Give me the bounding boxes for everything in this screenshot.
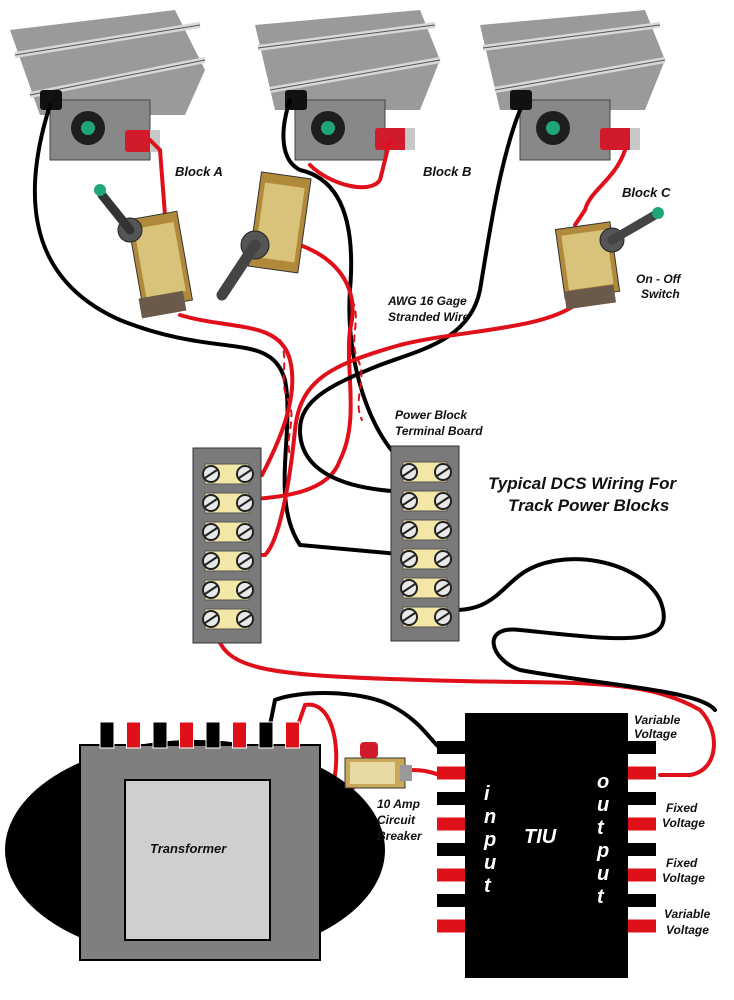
tiu-input-port — [437, 919, 465, 933]
breaker-label-line1: 10 Amp — [377, 797, 420, 811]
diagram-title-line2: Track Power Blocks — [508, 496, 669, 515]
tiu-output-letter: o — [597, 771, 609, 793]
tiu-input-port — [437, 766, 465, 780]
output-2-line1: Fixed — [666, 801, 698, 815]
diagram-title-line1: Typical DCS Wiring For — [488, 474, 678, 493]
tiu-input-port — [437, 817, 465, 831]
terminal-board-right — [390, 445, 460, 642]
transformer-post — [179, 721, 194, 749]
track-section-a — [10, 10, 206, 115]
wire-label-line2: Stranded Wire — [388, 310, 470, 324]
output-3-line1: Fixed — [666, 856, 698, 870]
output-2-line2: Voltage — [662, 816, 705, 830]
transformer-post — [99, 721, 115, 749]
tiu-unit — [437, 713, 656, 978]
tiu-output-port — [628, 741, 656, 754]
wiring — [32, 98, 717, 796]
transformer-post — [126, 721, 141, 749]
transformer-label: Transformer — [150, 841, 227, 856]
tiu-input-letter: i — [484, 783, 490, 805]
tiu-input-letter: u — [484, 852, 496, 874]
wire-label-line1: AWG 16 Gage — [387, 294, 467, 308]
toggle-switch-c — [554, 207, 664, 310]
transformer-post — [258, 721, 274, 749]
tiu-output-letter: u — [597, 794, 609, 816]
switch-label-line1: On - Off — [636, 272, 681, 286]
lockon-a — [40, 90, 160, 161]
transformer-post — [285, 721, 300, 749]
tiu-output-port — [628, 843, 656, 856]
tiu-input-letter: p — [483, 829, 496, 851]
block-b-label: Block B — [423, 164, 471, 179]
block-a-label: Block A — [175, 164, 223, 179]
tiu-output-port — [628, 792, 656, 805]
tiu-name: TIU — [524, 826, 557, 848]
switch-label-line2: Switch — [641, 287, 680, 301]
output-3-line2: Voltage — [662, 871, 705, 885]
tiu-output-port — [628, 919, 656, 933]
tiu-output-port — [628, 817, 656, 831]
tiu-input-port — [437, 741, 465, 754]
toggle-switch-b — [216, 171, 312, 301]
lockon-c — [510, 90, 640, 161]
labels: Block A Block B Block C On - Off Switch … — [150, 164, 711, 937]
tiu-output-letter: u — [597, 863, 609, 885]
breaker-label-line3: Breaker — [377, 829, 423, 843]
output-4-line1: Variable — [664, 907, 711, 921]
tiu-input-port — [437, 868, 465, 882]
tiu-input-port — [437, 843, 465, 856]
tiu-input-port — [437, 792, 465, 805]
transformer — [5, 721, 385, 961]
output-1-line1: Variable — [634, 713, 681, 727]
track-section-c — [480, 10, 666, 110]
transformer-post — [205, 721, 221, 749]
tiu-output-letter: t — [597, 817, 605, 839]
terminal-label-line1: Power Block — [395, 408, 468, 422]
tiu-output-letter: t — [597, 886, 605, 908]
breaker-label-line2: Circuit — [377, 813, 416, 827]
terminal-label-line2: Terminal Board — [395, 424, 483, 438]
tiu-output-letter: p — [596, 840, 609, 862]
toggle-switch-a — [94, 184, 194, 319]
tiu-input-letter: t — [484, 875, 492, 897]
tiu-output-port — [628, 868, 656, 882]
lockon-b — [285, 90, 415, 161]
circuit-breaker — [344, 742, 412, 789]
terminal-board-left — [192, 447, 262, 644]
tiu-input-port — [437, 894, 465, 907]
transformer-post — [152, 721, 168, 749]
tiu-input-letter: n — [484, 806, 496, 828]
tiu-output-port — [628, 894, 656, 907]
tiu-output-port — [628, 766, 656, 780]
transformer-post — [232, 721, 247, 749]
block-c-label: Block C — [622, 185, 671, 200]
output-1-line2: Voltage — [634, 727, 677, 741]
output-4-line2: Voltage — [666, 923, 709, 937]
track-section-b — [255, 10, 441, 110]
